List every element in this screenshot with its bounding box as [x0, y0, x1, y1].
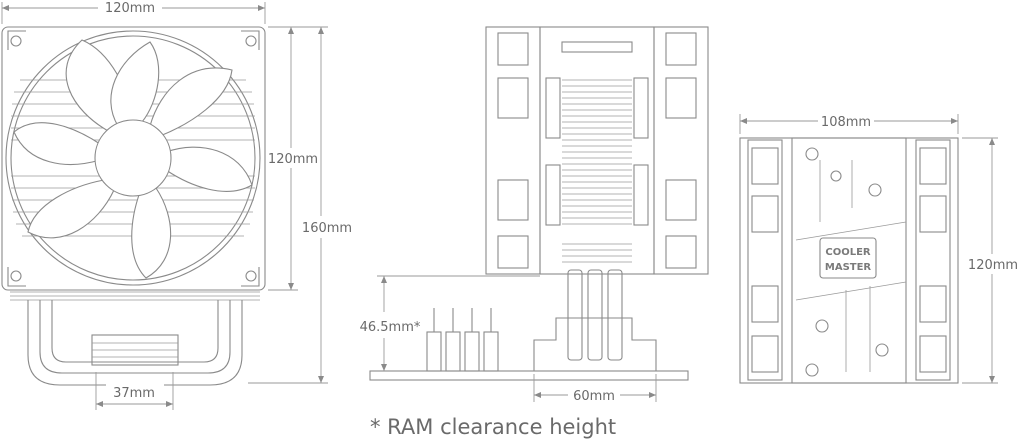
side-heatpipes: [567, 269, 623, 361]
side-fan-left: [485, 26, 561, 275]
front-width-label: 120mm: [105, 1, 155, 16]
top-width-label: 108mm: [821, 115, 871, 130]
top-heatpipe-caps: [805, 147, 889, 377]
mount-width-label: 60mm: [573, 389, 615, 404]
motherboard: [369, 370, 689, 381]
top-fan-left: [747, 139, 783, 381]
top-outline: [739, 137, 959, 384]
front-view: 120mm 120mm 160mm: [1, 1, 352, 410]
svg-text:MASTER: MASTER: [825, 262, 872, 273]
ram-clearance-dim: [377, 275, 540, 371]
base-width-dim: [95, 372, 174, 410]
top-depth-label: 120mm: [968, 258, 1018, 273]
front-width-dim: [1, 2, 266, 24]
front-heatsink-fins: [10, 291, 260, 301]
ram-sticks: [426, 308, 499, 372]
fan-blades: [13, 39, 253, 279]
ram-clearance-label: 46.5mm*: [360, 320, 421, 335]
top-depth-dim: [962, 137, 998, 384]
fan-mount-holes: [7, 30, 260, 287]
side-fan-right: [633, 26, 709, 275]
cooler-master-logo: COOLER MASTER: [819, 237, 877, 279]
side-mount-bracket: [533, 317, 657, 371]
total-height-label: 160mm: [302, 221, 352, 236]
side-fin-lines: [562, 79, 632, 263]
ram-clearance-footnote: * RAM clearance height: [370, 415, 616, 439]
front-fan-height-label: 120mm: [268, 152, 318, 167]
top-view: COOLER MASTER 108mm 120mm: [739, 114, 1018, 384]
top-fan-right: [915, 139, 951, 381]
side-view: 46.5mm* 60mm: [360, 26, 709, 404]
mount-width-dim: [533, 374, 657, 402]
svg-text:COOLER: COOLER: [825, 247, 871, 258]
top-width-dim: [739, 114, 959, 134]
base-width-label: 37mm: [113, 386, 155, 401]
total-height-dim: [248, 26, 328, 384]
fan-hub: [94, 119, 172, 197]
side-fin-stack: [539, 26, 655, 275]
front-heatpipes: [27, 300, 243, 386]
